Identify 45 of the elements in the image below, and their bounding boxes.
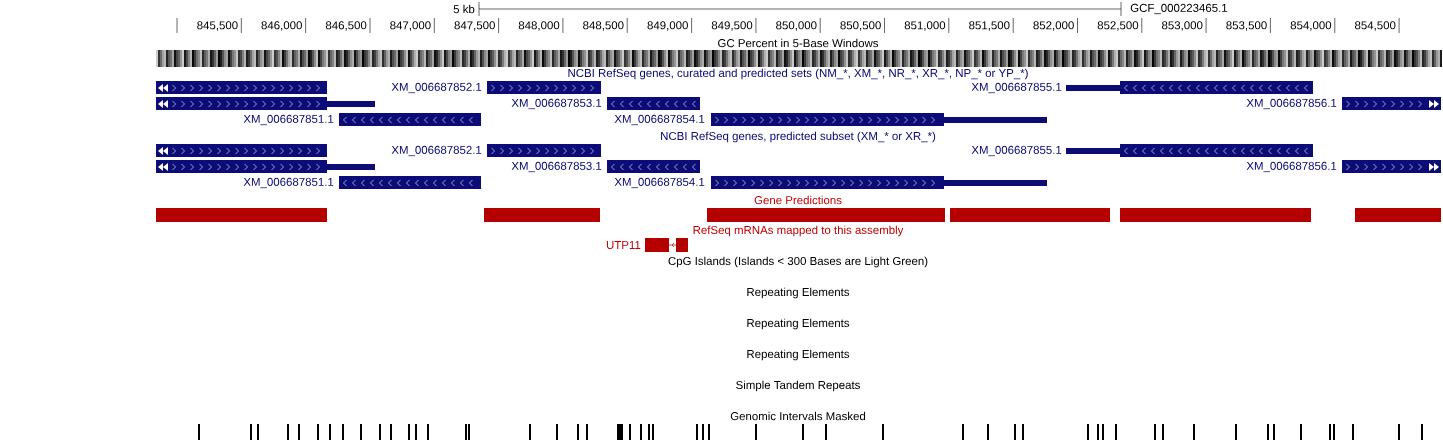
gene-label: XM_006687855.1 [971,145,1062,157]
track-title: Simple Tandem Repeats [736,380,860,392]
tick-label: 853,000 [1162,21,1203,31]
tick-label: 848,000 [518,21,560,31]
gene-label: XM_006687853.1 [511,98,602,110]
gene-label: XM_006687851.1 [243,114,334,126]
gene-label: XM_006687854.1 [614,177,705,189]
tick-label: 853,500 [1226,21,1267,31]
track-title: Genomic Intervals Masked [730,411,866,421]
tick-label: 849,000 [647,21,688,31]
tick-label: 854,500 [1355,21,1396,31]
tick-label: 849,500 [711,21,753,31]
tick-label: 845,500 [197,21,238,31]
tick-label: 850,500 [840,21,881,31]
track-title: NCBI RefSeq genes, curated and predicted sets (NM_*, XM_*, NR_*, XR_*, NP_* or YP_*) [568,68,1028,80]
gene-label: UTP11 [606,241,641,249]
gene-label: XM_006687854.1 [614,114,705,126]
tick-label: 850,000 [776,21,817,31]
track-title: NCBI RefSeq genes, predicted subset (XM_* or XR_*) [661,131,936,143]
tick-label: 847,000 [390,21,431,31]
gene-label: XM_006687852.1 [391,82,482,94]
track-title: Gene Predictions [754,195,842,205]
track-title: GC Percent in 5-Base Windows [718,38,879,48]
gene-label: XM_006687851.1 [243,177,334,189]
track-title: Repeating Elements [747,349,850,361]
tick-label: 848,500 [583,21,624,31]
assembly-label: GCF_000223465.1 [1130,3,1228,15]
gene-label: XM_006687852.1 [391,145,482,157]
tick-label: 852,000 [1033,21,1074,31]
track-title: Repeating Elements [747,318,850,330]
tick-label: 854,000 [1290,21,1332,31]
gene-label: XM_006687856.1 [1246,161,1337,173]
tick-label: 846,500 [325,21,367,31]
tick-label: 846,000 [261,21,302,31]
scale-label: 5 kb [453,4,475,14]
tick-label: 847,500 [454,21,495,31]
gene-label: XM_006687856.1 [1246,98,1337,110]
track-title: Repeating Elements [747,287,850,299]
track-title: RefSeq mRNAs mapped to this assembly [693,225,904,237]
tick-label: 852,500 [1097,21,1139,31]
gene-label: XM_006687855.1 [971,82,1062,94]
gene-label: XM_006687853.1 [511,161,602,173]
track-title: CpG Islands (Islands < 300 Bases are Light Green) [668,256,928,268]
tick-label: 851,000 [904,21,946,31]
tick-label: 851,500 [969,21,1010,31]
